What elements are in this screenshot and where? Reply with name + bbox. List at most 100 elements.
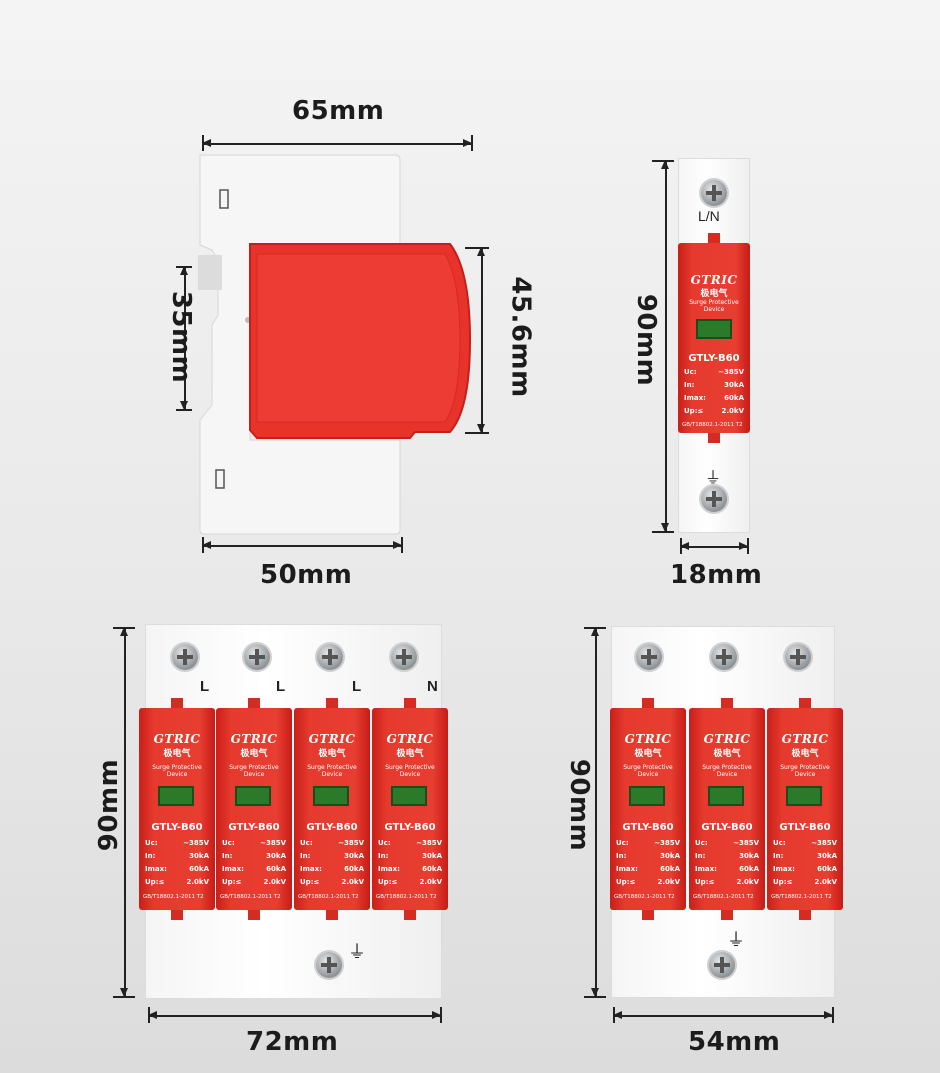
terminal-label: L <box>276 678 286 695</box>
terminal-screw-icon <box>317 644 343 670</box>
dim-54mm: 54mm <box>688 1027 781 1057</box>
indicator-window <box>696 319 732 339</box>
dim-line-90-four <box>124 627 126 997</box>
terminal-screw-icon <box>172 644 198 670</box>
dim-tick <box>465 432 489 434</box>
module-brand-cn: 极电气 <box>240 749 268 759</box>
spec-uc: Uc:~385V <box>616 839 680 847</box>
spec-up: Up:≤2.0kV <box>378 878 442 886</box>
dim-line-65 <box>202 143 472 145</box>
dim-arrow <box>148 1011 157 1019</box>
spec-in: In:30kA <box>378 852 442 860</box>
dim-line-90-three <box>595 627 597 997</box>
dim-tick <box>401 537 403 553</box>
terminal-screw-icon <box>711 644 737 670</box>
dim-tick <box>652 160 674 162</box>
spec-in: In:30kA <box>145 852 209 860</box>
dim-tick <box>471 135 473 151</box>
module-standard: GB/T18802.1-2011 T2 <box>693 894 754 900</box>
module-tab <box>708 233 720 243</box>
spec-uc: Uc:~385V <box>773 839 837 847</box>
dim-tick <box>202 135 204 151</box>
module-standard: GB/T18802.1-2011 T2 <box>143 894 204 900</box>
module-brand: GTRIC <box>230 732 278 746</box>
dim-arrow <box>180 401 188 410</box>
terminal-label: N <box>427 678 438 695</box>
spec-in: In:30kA <box>695 852 759 860</box>
indicator-window <box>313 786 349 806</box>
dim-arrow <box>477 247 485 256</box>
dim-tick <box>680 538 682 554</box>
spec-up: Up:≤2.0kV <box>222 878 286 886</box>
spec-uc: Uc:~385V <box>145 839 209 847</box>
dim-arrow <box>120 627 128 636</box>
dim-line-54 <box>613 1015 833 1017</box>
module-model: GTLY-B60 <box>779 822 831 833</box>
spec-uc: Uc:~385V <box>222 839 286 847</box>
module-tab <box>799 910 811 920</box>
module-tab <box>642 698 654 708</box>
spec-in: In:30kA <box>616 852 680 860</box>
module-tab <box>171 910 183 920</box>
dim-65mm: 65mm <box>292 96 385 126</box>
module-model: GTLY-B60 <box>384 822 436 833</box>
module-model: GTLY-B60 <box>228 822 280 833</box>
module-tab <box>642 910 654 920</box>
spec-in: In:30kA <box>300 852 364 860</box>
dim-arrow <box>661 160 669 169</box>
module-brand-cn: 极电气 <box>700 289 728 299</box>
module-standard: GB/T18802.1-2011 T2 <box>682 422 743 428</box>
indicator-window <box>708 786 744 806</box>
module-brand: GTRIC <box>703 732 751 746</box>
indicator-window <box>786 786 822 806</box>
spec-up: Up:≤2.0kV <box>300 878 364 886</box>
terminal-label: L <box>200 678 210 695</box>
dim-35mm: 35mm <box>166 290 197 384</box>
spec-uc: Uc:~385V <box>300 839 364 847</box>
module-brand-cn: 极电气 <box>791 749 819 759</box>
module-model: GTLY-B60 <box>306 822 358 833</box>
spec-imax: Imax:60kA <box>773 865 837 873</box>
module-brand: GTRIC <box>308 732 356 746</box>
module-brand: GTRIC <box>624 732 672 746</box>
dim-tick <box>584 627 606 629</box>
dim-50mm: 50mm <box>260 560 353 590</box>
dim-arrow <box>824 1011 833 1019</box>
dim-tick <box>176 409 192 411</box>
spec-up: Up:≤2.0kV <box>145 878 209 886</box>
dim-72mm: 72mm <box>246 1027 339 1057</box>
dim-arrow <box>202 541 211 549</box>
terminal-screw-icon <box>785 644 811 670</box>
indicator-window <box>158 786 194 806</box>
dim-tick <box>176 266 192 268</box>
dim-arrow <box>661 523 669 532</box>
dim-18mm: 18mm <box>670 560 763 590</box>
terminal-screw-icon <box>701 486 727 512</box>
side-view-red-cover <box>249 243 472 439</box>
dim-arrow <box>591 627 599 636</box>
dim-tick <box>113 627 135 629</box>
dim-tick <box>113 996 135 998</box>
terminal-screw-icon <box>316 952 342 978</box>
dim-90mm-four: 90mm <box>94 758 125 852</box>
module-model: GTLY-B60 <box>622 822 674 833</box>
dim-arrow <box>591 988 599 997</box>
terminal-screw-icon <box>701 180 727 206</box>
spec-up: Up:≤2.0kV <box>695 878 759 886</box>
dim-tick <box>202 537 204 553</box>
dim-tick <box>652 531 674 533</box>
dim-line-72 <box>148 1015 441 1017</box>
module-tab <box>171 698 183 708</box>
dim-line-45 <box>481 247 483 433</box>
spec-uc: Uc:~385V <box>378 839 442 847</box>
dim-arrow <box>432 1011 441 1019</box>
